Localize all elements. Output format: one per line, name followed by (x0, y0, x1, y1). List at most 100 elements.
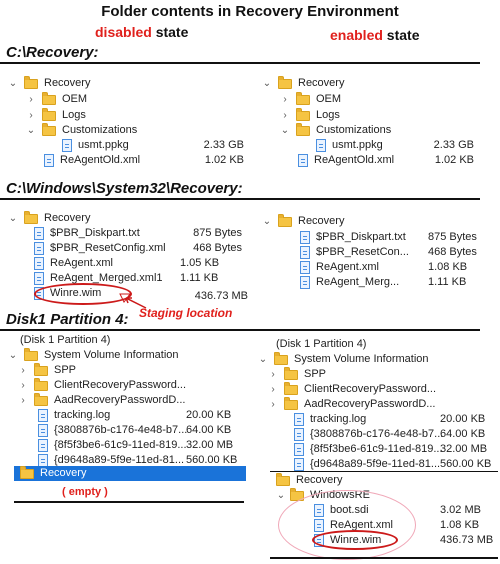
chevron-right-icon[interactable]: › (21, 380, 25, 391)
tree-item-label: System Volume Information (44, 349, 179, 361)
file-icon (44, 154, 54, 167)
enabled-state-header: enabled state (330, 27, 419, 43)
underline (14, 501, 244, 503)
folder-icon (24, 76, 38, 89)
tree-item-label: ClientRecoveryPassword... (54, 379, 187, 391)
arrow-icon (119, 293, 147, 309)
folder-icon (276, 473, 290, 486)
page-title: Folder contents in Recovery Environment (101, 3, 399, 20)
file-icon (34, 257, 44, 270)
tree-item-label: Logs (62, 109, 86, 121)
tree-item-label: SPP (304, 368, 327, 380)
highlight-ellipse (34, 283, 132, 305)
chevron-down-icon[interactable]: ⌄ (8, 213, 18, 224)
file-icon (300, 261, 310, 274)
file-icon (38, 409, 48, 422)
chevron-down-icon[interactable]: ⌄ (258, 354, 268, 365)
chevron-right-icon[interactable]: › (283, 94, 287, 105)
tree-item-label: Recovery (298, 215, 345, 227)
chevron-down-icon[interactable]: ⌄ (8, 78, 18, 89)
file-size: 2.33 GB (433, 139, 474, 151)
tree-item-label: Customizations (316, 124, 392, 136)
file-name: {3808876b-c176-4e48-b7... (54, 424, 188, 436)
file-icon (300, 231, 310, 244)
file-size: 1.11 KB (180, 272, 219, 284)
chevron-down-icon[interactable]: ⌄ (26, 125, 36, 136)
tree-item-label: Recovery (296, 474, 343, 486)
enabled-word: enabled (330, 27, 383, 43)
folder-icon (278, 214, 292, 227)
chevron-down-icon[interactable]: ⌄ (262, 78, 272, 89)
chevron-right-icon[interactable]: › (271, 384, 275, 395)
chevron-right-icon[interactable]: › (271, 369, 275, 380)
file-icon (294, 443, 304, 456)
file-size: 1.08 KB (428, 261, 468, 273)
tree-item-label: (Disk 1 Partition 4) (276, 338, 367, 350)
chevron-right-icon[interactable]: › (21, 365, 25, 376)
file-icon (38, 424, 48, 437)
file-name: tracking.log (310, 413, 367, 425)
tree-item-label: Recovery (44, 212, 91, 224)
disabled-word: disabled (95, 24, 152, 40)
file-size: 560.00 KB (440, 458, 492, 470)
file-icon (294, 428, 304, 441)
highlight-ellipse-outer (278, 490, 416, 560)
file-icon (38, 439, 48, 452)
chevron-down-icon[interactable]: ⌄ (262, 216, 272, 227)
file-size: 436.73 MB (194, 290, 248, 302)
folder-icon (24, 348, 38, 361)
file-name: {8f5f3be6-61c9-11ed-819... (54, 439, 187, 451)
folder-icon (34, 393, 48, 406)
folder-icon (42, 123, 56, 136)
file-size: 3.02 MB (440, 504, 481, 516)
file-icon (298, 154, 308, 167)
file-size: 436.73 MB (440, 534, 494, 546)
file-size: 1.11 KB (428, 276, 467, 288)
file-size: 560.00 KB (186, 454, 238, 466)
chevron-right-icon[interactable]: › (283, 110, 287, 121)
folder-icon (284, 367, 298, 380)
tree-item-label: OEM (62, 93, 88, 105)
folder-icon (34, 363, 48, 376)
section-divider (0, 329, 480, 331)
file-name: ReAgent.xml (316, 261, 379, 273)
disabled-state-header: disabled state (95, 24, 188, 40)
folder-icon (34, 378, 48, 391)
file-icon (300, 276, 310, 289)
section-disk1-partition4: Disk1 Partition 4: (6, 311, 129, 328)
file-name: usmt.ppkg (332, 139, 383, 151)
empty-label: ( empty ) (62, 486, 108, 498)
tree-item-label: AadRecoveryPasswordD... (54, 394, 186, 406)
chevron-right-icon[interactable]: › (29, 110, 33, 121)
folder-icon (284, 397, 298, 410)
file-icon (294, 413, 304, 426)
staging-location-label: Staging location (139, 306, 233, 320)
file-icon (62, 139, 72, 152)
section-divider (0, 198, 480, 200)
file-name: {d9648a89-5f9e-11ed-81... (54, 454, 185, 466)
file-size: 64.00 KB (186, 424, 232, 436)
tree-item-label: OEM (316, 93, 342, 105)
chevron-right-icon[interactable]: › (21, 395, 25, 406)
section-c-recovery: C:\Recovery: (6, 44, 99, 61)
chevron-right-icon[interactable]: › (271, 399, 275, 410)
file-size: 32.00 MB (186, 439, 234, 451)
file-size: 875 Bytes (428, 231, 477, 243)
file-icon (34, 272, 44, 285)
file-name: $PBR_Diskpart.txt (316, 231, 406, 243)
chevron-down-icon[interactable]: ⌄ (276, 490, 286, 501)
separator (270, 471, 498, 472)
folder-icon (278, 76, 292, 89)
chevron-down-icon[interactable]: ⌄ (280, 125, 290, 136)
highlight-ellipse (312, 530, 398, 550)
file-size: 1.05 KB (180, 257, 220, 269)
tree-item-label: System Volume Information (294, 353, 429, 365)
folder-icon (274, 352, 288, 365)
tree-item-recovery-selected[interactable]: Recovery (14, 466, 246, 481)
underline (270, 557, 498, 559)
state-word: state (386, 27, 420, 43)
chevron-right-icon[interactable]: › (29, 94, 33, 105)
folder-icon (296, 92, 310, 105)
chevron-down-icon[interactable]: ⌄ (8, 350, 18, 361)
file-name: {3808876b-c176-4e48-b7... (310, 428, 444, 440)
